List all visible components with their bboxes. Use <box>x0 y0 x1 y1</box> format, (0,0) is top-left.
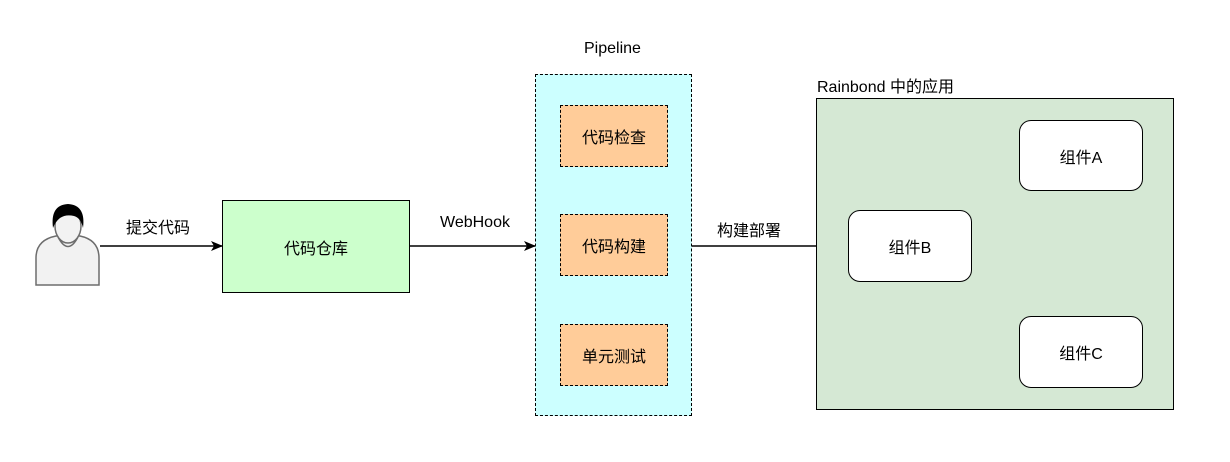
edge-label-deploy: 构建部署 <box>717 223 782 240</box>
code-repository-label: 代码仓库 <box>283 240 348 258</box>
pipeline-step-unit-test: 单元测试 <box>560 324 668 386</box>
pipeline-step-code-build: 代码构建 <box>560 214 668 276</box>
component-c-label: 组件C <box>1059 346 1103 363</box>
component-a-node: 组件A <box>1019 120 1143 191</box>
code-repository-node: 代码仓库 <box>222 200 410 293</box>
component-a-label: 组件A <box>1059 149 1103 167</box>
pipeline-step-label: 单元测试 <box>581 349 646 366</box>
pipeline-step-label: 代码检查 <box>581 130 646 147</box>
rainbond-app-title: Rainbond 中的应用 <box>817 79 954 96</box>
edge-label-commit: 提交代码 <box>126 220 191 237</box>
edge-label-webhook: WebHook <box>440 214 510 231</box>
user-icon <box>35 204 100 286</box>
pipeline-title: Pipeline <box>584 40 641 57</box>
pipeline-step-code-check: 代码检查 <box>560 105 668 167</box>
component-b-label: 组件B <box>888 240 932 257</box>
component-b-node: 组件B <box>848 210 972 282</box>
pipeline-step-label: 代码构建 <box>581 239 646 256</box>
component-c-node: 组件C <box>1019 316 1143 388</box>
